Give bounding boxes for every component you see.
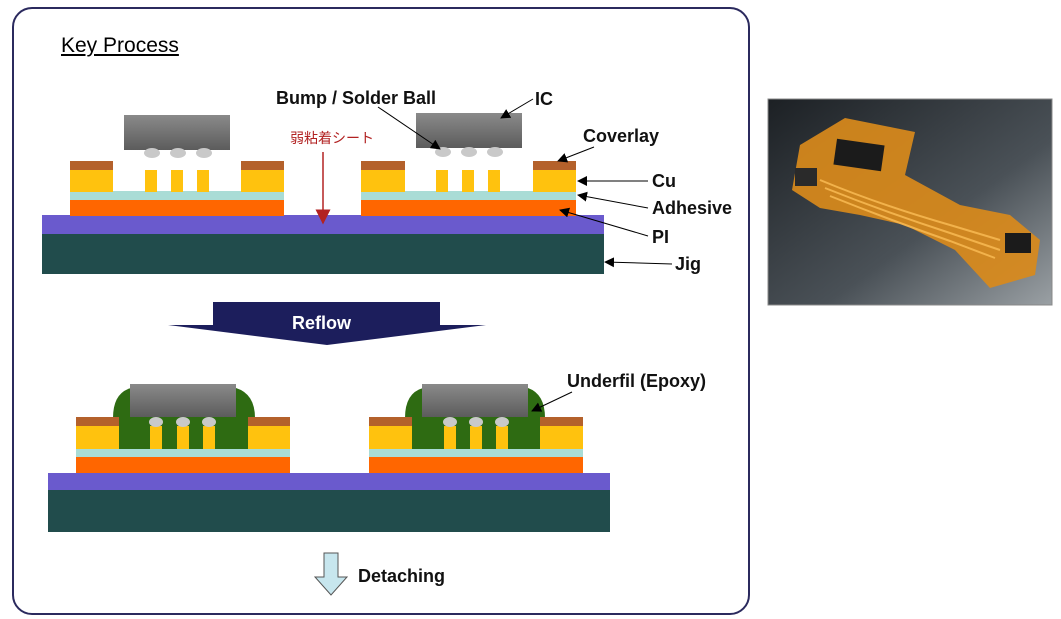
fpc-right-top (361, 161, 576, 216)
detaching-step: Detaching (313, 552, 445, 596)
jig-layer-bottom (48, 489, 610, 532)
solder-ball (435, 147, 451, 157)
reflow-arrow: Reflow (168, 302, 486, 345)
fpc-left-bottom (76, 384, 290, 473)
solder-ball (487, 147, 503, 157)
solder-ball (144, 148, 160, 158)
solder-ball (196, 148, 212, 158)
panel-title: Key Process (61, 34, 179, 57)
underfill-leader (531, 391, 573, 412)
adhesive-label: Adhesive (652, 198, 732, 218)
ic-chip-right-top (416, 113, 522, 148)
pi-layer-top (42, 215, 604, 234)
reflow-label: Reflow (292, 313, 352, 333)
solder-ball (170, 148, 186, 158)
detaching-label: Detaching (358, 566, 445, 586)
solder-ball (461, 147, 477, 157)
jig-leader (604, 257, 673, 268)
jig-layer (42, 233, 604, 274)
coverlay-label: Coverlay (583, 126, 659, 146)
ic-chip-left-top (124, 115, 230, 150)
bump-leader (377, 106, 441, 150)
adhesive-leader (577, 191, 649, 209)
cu-label: Cu (652, 171, 676, 191)
coverlay-leader (557, 146, 595, 163)
detach-arrow-icon (313, 552, 349, 596)
ic-chip-right-bottom (422, 384, 528, 417)
top-stage: 弱粘着シート Bump / Solder Ball IC Coverlay Cu… (42, 88, 732, 274)
bottom-stage: Underfil (Epoxy) (48, 371, 706, 532)
pi-leader (559, 207, 649, 237)
jig-label: Jig (675, 254, 701, 274)
fpc-left-top (70, 161, 284, 216)
ic-label: IC (535, 89, 553, 109)
underfill-label: Underfil (Epoxy) (567, 371, 706, 391)
ic-chip-left-bottom (130, 384, 236, 417)
bump-label: Bump / Solder Ball (276, 88, 436, 108)
pi-layer-bottom (48, 473, 610, 490)
pi-label: PI (652, 227, 669, 247)
sheet-label: 弱粘着シート (290, 131, 374, 147)
fpc-right-bottom (369, 384, 583, 473)
ic-leader (500, 98, 534, 119)
fpc-module-photo (767, 98, 1053, 306)
